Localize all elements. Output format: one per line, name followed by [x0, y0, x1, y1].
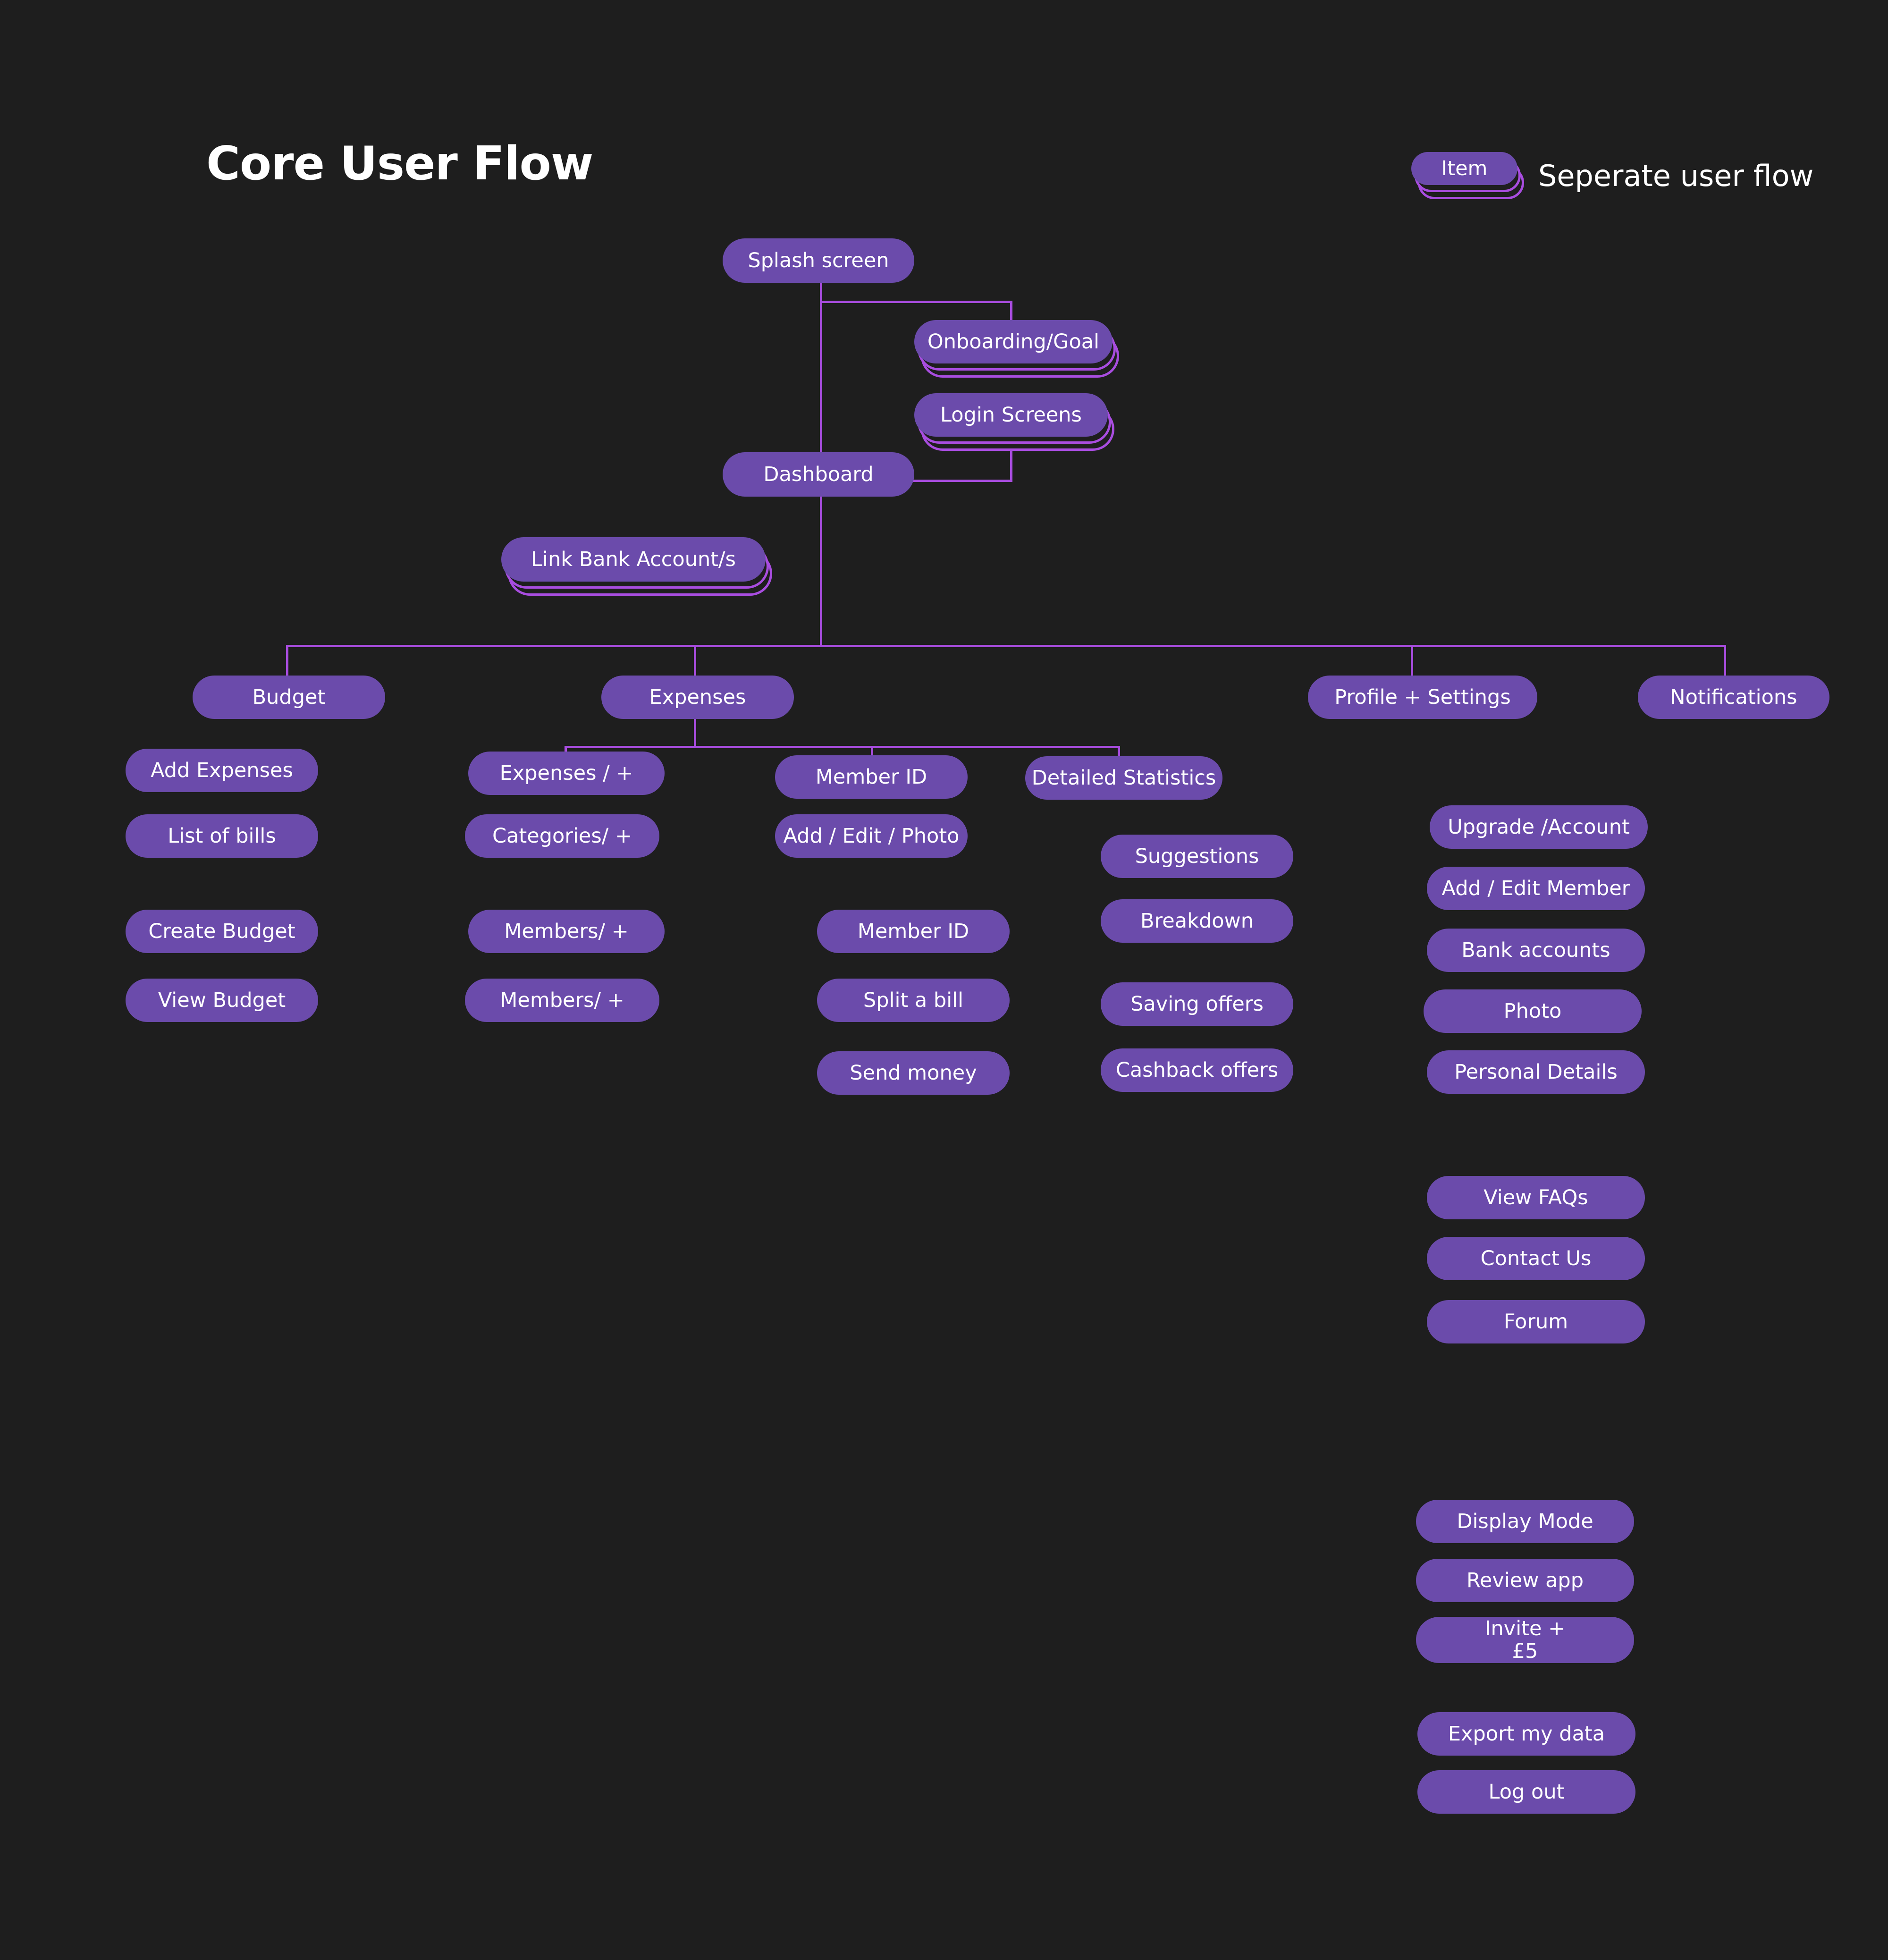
- node-members-plus-2[interactable]: Members/ +: [465, 979, 659, 1022]
- login-face[interactable]: Login Screens: [914, 393, 1108, 437]
- node-branch-profile-settings[interactable]: Profile + Settings: [1308, 676, 1537, 719]
- node-add-edit-photo[interactable]: Add / Edit / Photo: [775, 814, 968, 858]
- node-invite-five-pounds[interactable]: Invite + £5: [1416, 1617, 1634, 1663]
- node-split-a-bill[interactable]: Split a bill: [817, 979, 1010, 1022]
- connector-expenses-down: [694, 718, 696, 748]
- node-member-id-1[interactable]: Member ID: [775, 755, 968, 799]
- node-review-app[interactable]: Review app: [1416, 1559, 1634, 1602]
- node-bank-accounts[interactable]: Bank accounts: [1427, 929, 1645, 972]
- node-saving-offers[interactable]: Saving offers: [1101, 982, 1293, 1026]
- node-member-id-2[interactable]: Member ID: [817, 910, 1010, 953]
- connector-drop-notifications: [1724, 645, 1726, 676]
- page-title: Core User Flow: [206, 137, 593, 191]
- connector-splash-down: [820, 282, 822, 481]
- connector-expenses-bus: [565, 746, 1120, 748]
- node-login-screens[interactable]: Login Screens: [914, 393, 1114, 454]
- node-onboarding-goal[interactable]: Onboarding/Goal: [914, 320, 1119, 380]
- node-categories-plus[interactable]: Categories/ +: [465, 814, 659, 858]
- node-cashback-offers[interactable]: Cashback offers: [1101, 1048, 1293, 1092]
- connector-splash-to-onboarding: [820, 301, 1012, 303]
- legend: Item Seperate user flow: [1411, 152, 1813, 199]
- connector-drop-budget: [286, 645, 288, 676]
- node-send-money[interactable]: Send money: [817, 1051, 1010, 1095]
- node-expenses-plus[interactable]: Expenses / +: [468, 752, 665, 795]
- node-upgrade-account[interactable]: Upgrade /Account: [1430, 805, 1648, 849]
- node-breakdown[interactable]: Breakdown: [1101, 899, 1293, 943]
- node-members-plus-1[interactable]: Members/ +: [468, 910, 665, 953]
- node-display-mode[interactable]: Display Mode: [1416, 1500, 1634, 1543]
- node-branch-budget[interactable]: Budget: [193, 676, 385, 719]
- connector-drop-profile: [1411, 645, 1413, 676]
- node-branch-expenses[interactable]: Expenses: [601, 676, 794, 719]
- node-personal-details[interactable]: Personal Details: [1427, 1050, 1645, 1094]
- legend-chip-face: Item: [1411, 152, 1517, 185]
- connector-login-down: [1010, 434, 1012, 482]
- connector-main-bus: [286, 645, 1724, 647]
- node-view-faqs[interactable]: View FAQs: [1427, 1176, 1645, 1219]
- node-list-of-bills[interactable]: List of bills: [126, 814, 318, 858]
- node-branch-notifications[interactable]: Notifications: [1638, 676, 1829, 719]
- node-forum[interactable]: Forum: [1427, 1300, 1645, 1343]
- node-contact-us[interactable]: Contact Us: [1427, 1237, 1645, 1280]
- node-create-budget[interactable]: Create Budget: [126, 910, 318, 953]
- node-export-my-data[interactable]: Export my data: [1417, 1712, 1635, 1756]
- onboarding-face[interactable]: Onboarding/Goal: [914, 320, 1113, 363]
- node-log-out[interactable]: Log out: [1417, 1770, 1635, 1814]
- node-dashboard[interactable]: Dashboard: [723, 452, 914, 497]
- link-bank-face[interactable]: Link Bank Account/s: [501, 537, 766, 582]
- node-suggestions[interactable]: Suggestions: [1101, 835, 1293, 878]
- node-view-budget[interactable]: View Budget: [126, 979, 318, 1022]
- node-splash-screen[interactable]: Splash screen: [723, 238, 914, 283]
- node-photo[interactable]: Photo: [1424, 989, 1642, 1033]
- legend-description: Seperate user flow: [1538, 158, 1814, 193]
- node-add-edit-member[interactable]: Add / Edit Member: [1427, 867, 1645, 910]
- node-detailed-statistics[interactable]: Detailed Statistics: [1025, 756, 1222, 800]
- connector-login-to-dashboard: [911, 480, 1012, 482]
- connector-drop-expenses: [694, 645, 696, 676]
- legend-stacked-chip: Item: [1411, 152, 1524, 199]
- connector-onboarding-drop: [1010, 301, 1012, 327]
- node-add-expenses[interactable]: Add Expenses: [126, 749, 318, 792]
- node-link-bank-accounts[interactable]: Link Bank Account/s: [501, 537, 772, 599]
- connector-dashboard-down: [820, 491, 822, 647]
